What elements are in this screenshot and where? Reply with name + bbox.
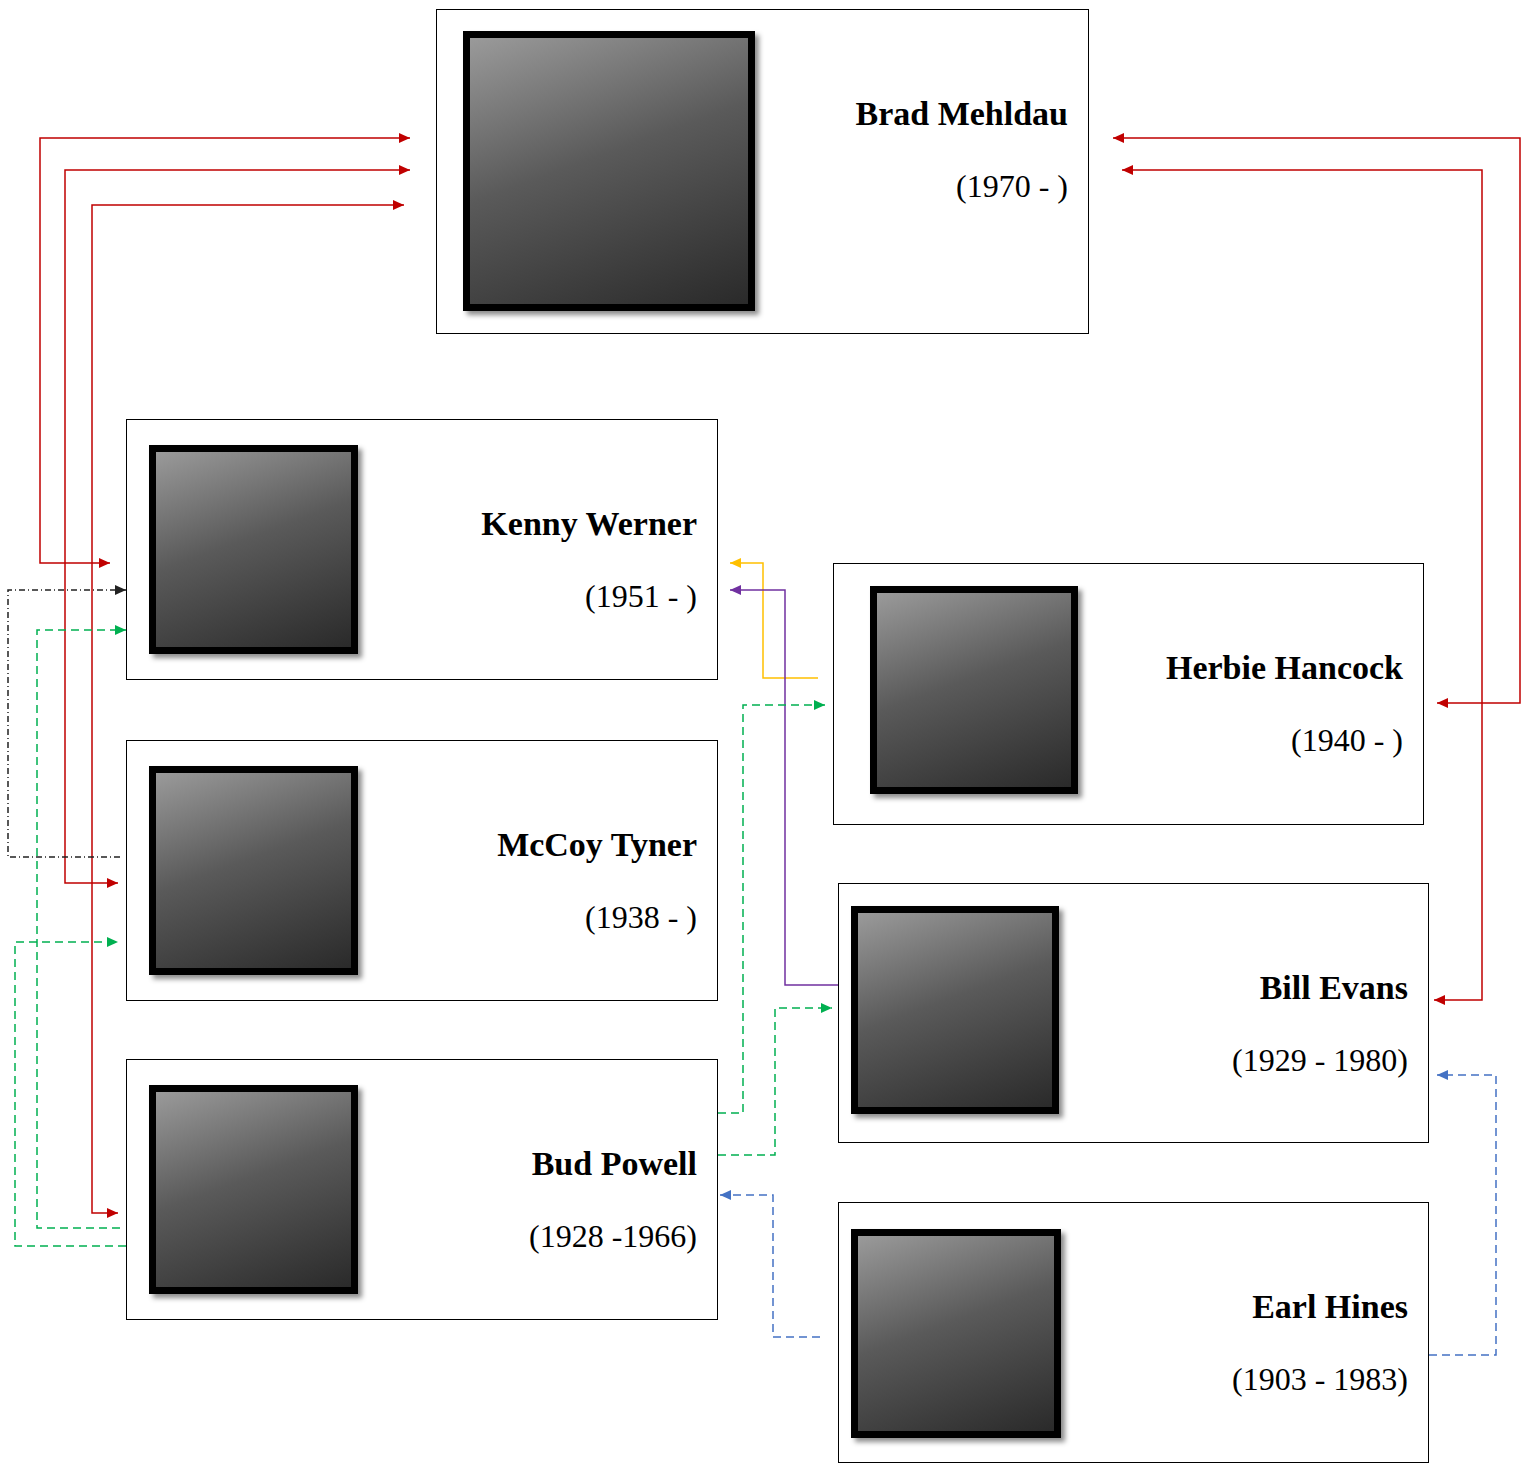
musician-box: Kenny Werner (1951 - ): [126, 419, 718, 680]
influence-connector: [720, 1195, 820, 1337]
life-years: (1951 - ): [481, 576, 697, 616]
influence-connector: [730, 590, 838, 985]
musician-name: McCoy Tyner: [497, 825, 697, 865]
arrow-head: [107, 937, 118, 947]
arrow-head: [99, 558, 110, 568]
arrow-head: [720, 1190, 731, 1200]
musician-name: Bud Powell: [529, 1144, 697, 1184]
arrow-head: [399, 165, 410, 175]
arrow-head: [399, 133, 410, 143]
portrait-photo: [149, 1085, 358, 1294]
arrow-head: [393, 200, 404, 210]
portrait-photo: [870, 586, 1078, 794]
musician-name: Brad Mehldau: [855, 94, 1068, 134]
arrow-head: [1113, 133, 1124, 143]
portrait-photo: [149, 766, 358, 975]
life-years: (1903 - 1983): [1232, 1359, 1408, 1399]
arrow-head: [1434, 995, 1445, 1005]
text-column: Brad Mehldau (1970 - ): [855, 94, 1068, 206]
musician-box: Bill Evans (1929 - 1980): [838, 883, 1429, 1143]
life-years: (1928 -1966): [529, 1216, 697, 1256]
musician-box: Earl Hines (1903 - 1983): [838, 1202, 1429, 1463]
arrow-head: [730, 585, 741, 595]
life-years: (1970 - ): [855, 166, 1068, 206]
text-column: McCoy Tyner (1938 - ): [497, 825, 697, 937]
musician-box: McCoy Tyner (1938 - ): [126, 740, 718, 1001]
text-column: Earl Hines (1903 - 1983): [1232, 1287, 1408, 1399]
arrow-head: [1437, 1070, 1448, 1080]
portrait-photo: [463, 31, 755, 311]
text-column: Kenny Werner (1951 - ): [481, 504, 697, 616]
influence-connector: [730, 563, 818, 678]
musician-box: Brad Mehldau (1970 - ): [436, 9, 1089, 334]
life-years: (1940 - ): [1166, 720, 1403, 760]
arrow-head: [821, 1003, 832, 1013]
life-years: (1929 - 1980): [1232, 1040, 1408, 1080]
arrow-head: [115, 585, 126, 595]
arrow-head: [115, 625, 126, 635]
portrait-photo: [149, 445, 358, 654]
arrow-head: [107, 878, 118, 888]
musician-name: Earl Hines: [1232, 1287, 1408, 1327]
arrow-head: [730, 558, 741, 568]
arrow-head: [1437, 698, 1448, 708]
influence-connector: [15, 942, 126, 1246]
text-column: Herbie Hancock (1940 - ): [1166, 648, 1403, 760]
influence-connector: [8, 590, 126, 857]
text-column: Bill Evans (1929 - 1980): [1232, 968, 1408, 1080]
musician-box: Herbie Hancock (1940 - ): [833, 563, 1424, 825]
influence-connector: [37, 630, 126, 1228]
influence-connector: [718, 1008, 832, 1155]
text-column: Bud Powell (1928 -1966): [529, 1144, 697, 1256]
arrow-head: [814, 700, 825, 710]
arrow-head: [1122, 165, 1133, 175]
portrait-photo: [851, 906, 1059, 1114]
musician-name: Bill Evans: [1232, 968, 1408, 1008]
influence-connector: [718, 705, 825, 1113]
portrait-photo: [851, 1229, 1061, 1438]
musician-box: Bud Powell (1928 -1966): [126, 1059, 718, 1320]
musician-name: Herbie Hancock: [1166, 648, 1403, 688]
influence-connector: [1429, 1075, 1496, 1355]
musician-name: Kenny Werner: [481, 504, 697, 544]
arrow-head: [107, 1208, 118, 1218]
life-years: (1938 - ): [497, 897, 697, 937]
